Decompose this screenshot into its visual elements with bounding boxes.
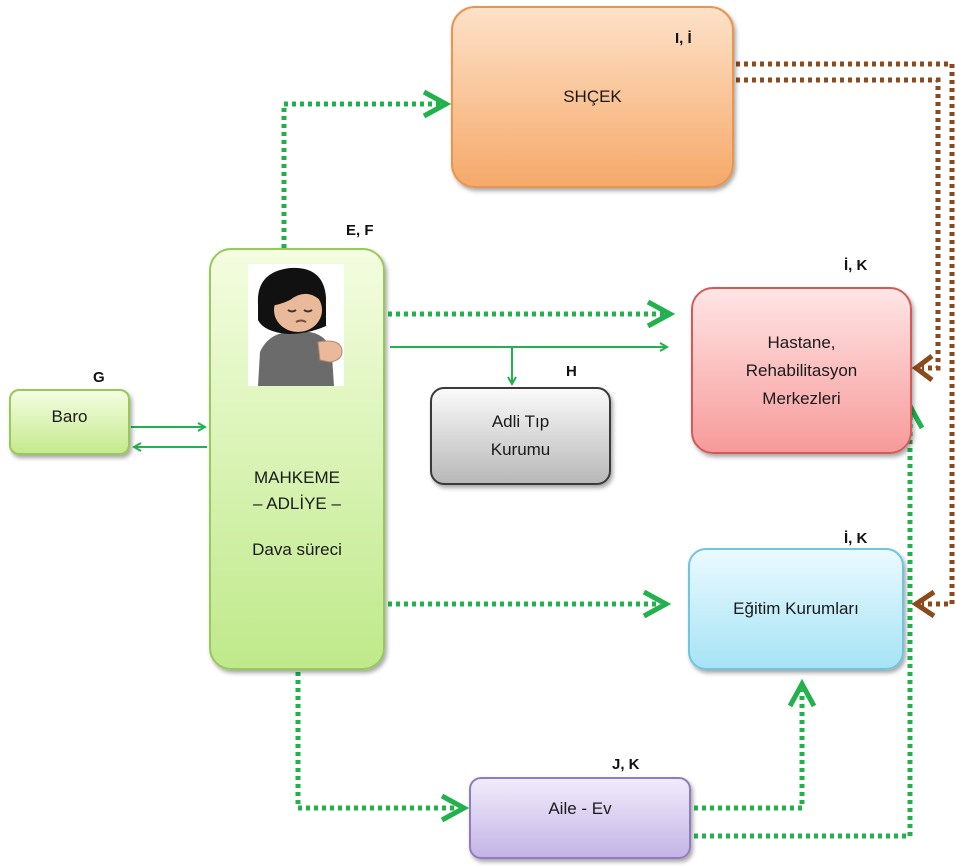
arrowhead-shcek-hastane — [911, 354, 934, 382]
crying-child-icon — [248, 264, 344, 386]
connector-mahkeme-shcek — [281, 101, 440, 248]
hastane-line-3: Merkezleri — [762, 388, 841, 408]
adli-tip-line-1: Adli Tıp — [491, 412, 550, 431]
hastane-node: Hastane, Rehabilitasyon Merkezleri — [691, 287, 912, 454]
arrowhead-aile-egitim — [787, 678, 817, 708]
baro-node: Baro — [9, 389, 130, 455]
connector-aile-hastane — [694, 412, 913, 839]
hastane-line-2: Rehabilitasyon — [745, 360, 858, 380]
adli-tip-tag: H — [566, 363, 577, 380]
egitim-label: Eğitim Kurumları — [733, 599, 859, 618]
aile-node: Aile - Ev — [469, 777, 691, 859]
aile-tag: J, K — [612, 756, 640, 773]
aile-label: Aile - Ev — [548, 799, 612, 818]
adli-tip-node: Adli Tıp Kurumu — [430, 387, 611, 485]
connector-mahkeme-aile — [295, 672, 458, 811]
arrowhead-shcek — [422, 89, 452, 119]
mahkeme-line-1: MAHKEME — [254, 468, 340, 487]
arrowhead-aile — [440, 793, 470, 823]
hastane-line-1: Hastane, — [767, 332, 836, 352]
mahkeme-line-2: – ADLİYE – — [253, 494, 341, 513]
mahkeme-line-3: Dava süreci — [252, 540, 342, 559]
baro-tag: G — [93, 369, 105, 386]
shcek-node: SHÇEK — [451, 6, 734, 188]
arrowhead-shcek-egitim — [911, 589, 936, 619]
arrowhead-egitim — [642, 589, 672, 619]
egitim-tag: İ, K — [844, 530, 868, 547]
connector-shcek-hastane — [736, 77, 941, 371]
connector-shcek-egitim — [736, 61, 955, 607]
arrowhead-hastane-dotted — [646, 299, 676, 329]
shcek-tag: I, İ — [675, 30, 692, 47]
adli-tip-line-2: Kurumu — [490, 440, 551, 459]
mahkeme-tag: E, F — [346, 222, 374, 239]
shcek-label: SHÇEK — [563, 87, 622, 106]
hastane-tag: İ, K — [844, 257, 868, 274]
connector-aile-egitim — [694, 690, 805, 811]
baro-label: Baro — [51, 407, 88, 426]
egitim-node: Eğitim Kurumları — [688, 548, 904, 670]
